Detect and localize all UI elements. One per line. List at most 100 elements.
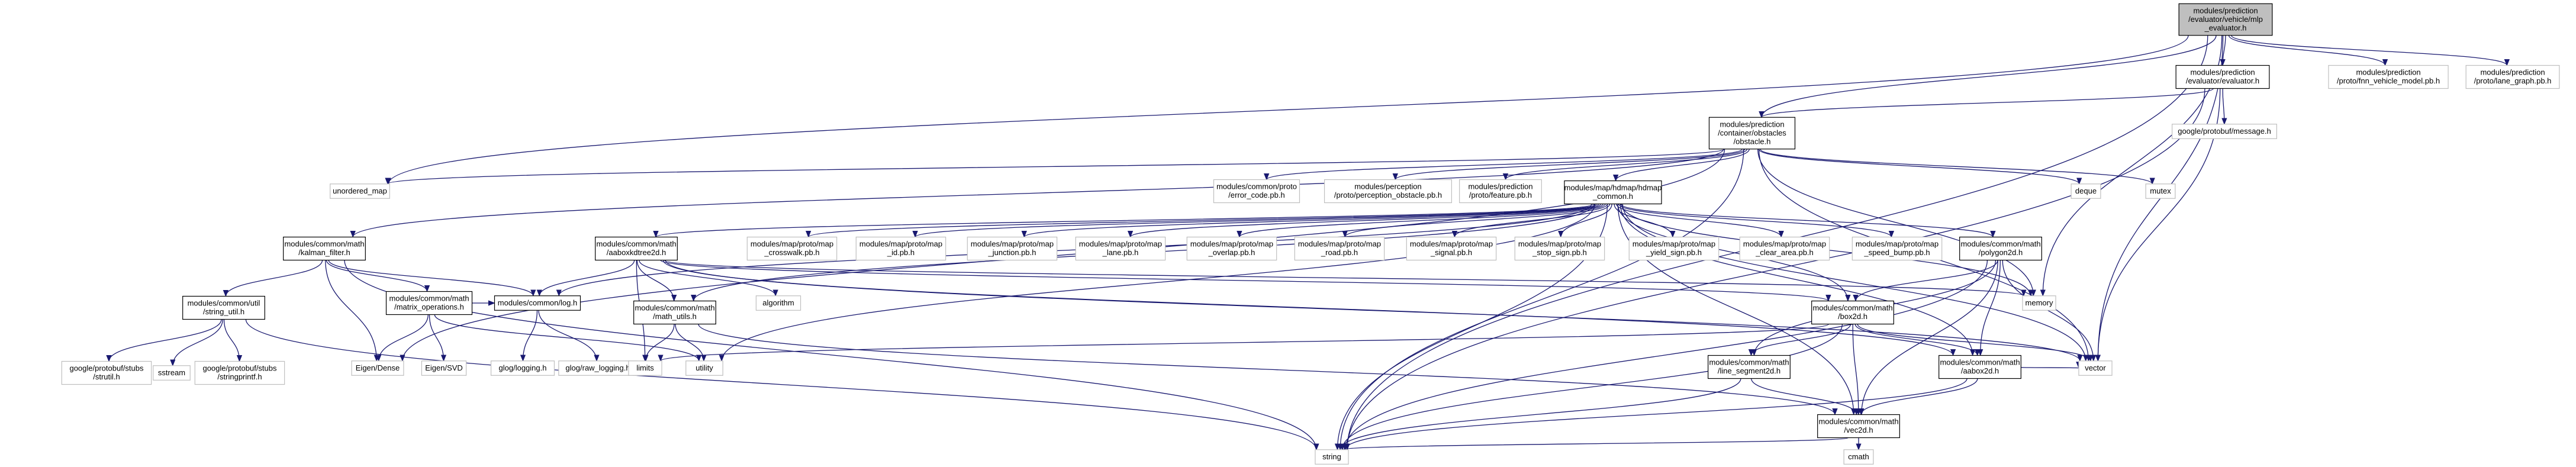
node-lane[interactable]: modules/map/proto/map_lane.pb.h <box>1075 236 1166 261</box>
node-label-line: modules/prediction <box>1720 120 1784 128</box>
node-mapid[interactable]: modules/map/proto/map_id.pb.h <box>855 236 946 261</box>
node-signal[interactable]: modules/map/proto/map_signal.pb.h <box>1406 236 1497 261</box>
node-perc[interactable]: modules/perception/proto/perception_obst… <box>1324 179 1453 204</box>
node-box <box>1959 236 2042 261</box>
node-junction[interactable]: modules/map/proto/map_junction.pb.h <box>967 236 1058 261</box>
node-gmsg[interactable]: google/protobuf/message.h <box>2172 124 2277 139</box>
node-lineseg[interactable]: modules/common/math/line_segment2d.h <box>1708 355 1791 379</box>
node-root[interactable]: modules/prediction/evaluator/vehicle/mlp… <box>2178 3 2273 36</box>
node-label-line: modules/map/proto/map <box>1632 240 1715 249</box>
node-stringprintf[interactable]: google/protobuf/stubs/stringprintf.h <box>194 360 285 385</box>
edge-obstacle-to-kalman <box>350 149 1724 238</box>
node-hdmap[interactable]: modules/map/hdmap/hdmap_common.h <box>1564 180 1662 205</box>
node-label-line: /kalman_filter.h <box>298 248 350 257</box>
edge-polygon-to-aabox2d <box>1978 260 2001 356</box>
node-glog[interactable]: glog/logging.h <box>490 360 555 376</box>
node-log[interactable]: modules/common/log.h <box>494 295 581 311</box>
node-aabox[interactable]: modules/common/math/aaboxkdtree2d.h <box>595 236 678 261</box>
edge-arrow <box>643 324 675 362</box>
node-rawlog[interactable]: glog/raw_logging.h <box>558 360 637 376</box>
node-box <box>746 236 838 261</box>
node-vec2d[interactable]: modules/common/math/vec2d.h <box>1817 414 1900 439</box>
edge-arrow <box>376 314 429 362</box>
node-box <box>1939 355 2021 379</box>
edge-arrow <box>1502 149 1748 181</box>
node-stringutil[interactable]: modules/common/util/string_util.h <box>182 295 265 320</box>
node-label-line: modules/map/proto/map <box>1743 240 1826 249</box>
edge-hdmap-to-lane <box>1128 203 1604 238</box>
node-eigensvd[interactable]: Eigen/SVD <box>421 360 467 376</box>
node-obstacle[interactable]: modules/prediction/container/obstacles/o… <box>1708 117 1796 150</box>
node-limits[interactable]: limits <box>628 360 662 376</box>
node-label-line: Eigen/SVD <box>425 363 463 372</box>
node-lanegraph[interactable]: modules/prediction/proto/lane_graph.pb.h <box>2465 65 2560 89</box>
node-polygon[interactable]: modules/common/math/polygon2d.h <box>1959 236 2042 261</box>
edge-hdmap-to-log <box>556 204 1592 297</box>
edge-aabox-to-box2d <box>660 259 1831 302</box>
edge-matrixops-to-eigensvd <box>429 314 447 362</box>
node-stopsign[interactable]: modules/map/proto/map_stop_sign.pb.h <box>1514 236 1605 261</box>
node-yield[interactable]: modules/map/proto/map_yield_sign.pb.h <box>1628 236 1720 261</box>
node-cleararea[interactable]: modules/map/proto/map_clear_area.pb.h <box>1739 236 1830 261</box>
edge-arrow <box>675 324 707 362</box>
edge-box2d-to-aabox2d <box>1854 324 1981 356</box>
node-box <box>967 236 1058 261</box>
edge-log-to-glog <box>520 310 538 362</box>
node-box <box>1075 236 1166 261</box>
edge-arrow <box>2228 35 2388 66</box>
node-vector[interactable]: vector <box>2078 360 2113 376</box>
node-sstream[interactable]: sstream <box>153 365 191 381</box>
node-cmath[interactable]: cmath <box>1843 449 1874 465</box>
edge-arrow <box>325 260 379 362</box>
edge-aabox-to-log <box>536 260 635 297</box>
edge-root-to-umap <box>385 35 2189 185</box>
node-label-line: /polygon2d.h <box>1979 248 2023 257</box>
node-box <box>490 360 555 376</box>
node-deque[interactable]: deque <box>2071 183 2101 199</box>
node-strutil[interactable]: google/protobuf/stubs/strutil.h <box>61 360 152 385</box>
node-errcode[interactable]: modules/common/proto/error_code.pb.h <box>1213 179 1300 204</box>
node-feature[interactable]: modules/prediction/proto/feature.pb.h <box>1459 179 1542 204</box>
edge-stringutil-to-string <box>245 319 1319 450</box>
node-box <box>855 236 946 261</box>
node-label-line: modules/prediction <box>2190 68 2255 77</box>
node-label-line: /vec2d.h <box>1844 426 1873 434</box>
node-string[interactable]: string <box>1315 449 1349 465</box>
node-label-line: /obstacle.h <box>1734 137 1771 146</box>
node-overlap[interactable]: modules/map/proto/map_overlap.pb.h <box>1186 236 1277 261</box>
node-label-line: mutex <box>2150 186 2171 195</box>
node-aabox2d[interactable]: modules/common/math/aabox2d.h <box>1939 355 2021 379</box>
node-label-line: modules/common/math <box>284 240 364 249</box>
edge-arrow <box>665 260 2083 362</box>
node-box2d[interactable]: modules/common/math/box2d.h <box>1811 300 1894 325</box>
node-road[interactable]: modules/map/proto/map_road.pb.h <box>1294 236 1385 261</box>
node-fnn[interactable]: modules/prediction/proto/fnn_vehicle_mod… <box>2328 65 2449 89</box>
node-label-line: vector <box>2085 363 2106 372</box>
edge-arrow <box>344 260 1319 450</box>
node-algorithm[interactable]: algorithm <box>755 295 801 311</box>
edge-evaluator-to-gmsg <box>2221 88 2227 125</box>
edge-root-to-fnn <box>2228 35 2388 66</box>
node-box <box>558 360 637 376</box>
node-box <box>2328 65 2449 89</box>
edge-kalman-to-string <box>344 260 1319 450</box>
node-label-line: modules/map/proto/map <box>971 240 1054 249</box>
node-utility[interactable]: utility <box>685 360 723 376</box>
node-speedbump[interactable]: modules/map/proto/map_speed_bump.pb.h <box>1852 236 1943 261</box>
node-evaluator[interactable]: modules/prediction/evaluator/evaluator.h <box>2175 65 2270 89</box>
node-crosswalk[interactable]: modules/map/proto/map_crosswalk.pb.h <box>746 236 838 261</box>
node-eigendense[interactable]: Eigen/Dense <box>351 360 404 376</box>
node-memory[interactable]: memory <box>2022 295 2056 311</box>
node-matrixops[interactable]: modules/common/math/matrix_operations.h <box>385 291 473 315</box>
edge-hdmap-to-aabox <box>653 203 1594 238</box>
node-kalman[interactable]: modules/common/math/kalman_filter.h <box>283 236 366 261</box>
node-umap[interactable]: unordered_map <box>330 183 390 199</box>
edge-arrow <box>912 203 1599 238</box>
node-layer: modules/prediction/evaluator/vehicle/mlp… <box>61 3 2560 465</box>
node-mathutils[interactable]: modules/common/math/math_utils.h <box>633 300 716 325</box>
edge-arrow <box>429 314 447 362</box>
node-mutex[interactable]: mutex <box>2145 183 2176 199</box>
edge-arrow <box>653 203 1594 238</box>
edge-mathutils-to-limits <box>643 324 675 362</box>
node-box <box>628 360 662 376</box>
